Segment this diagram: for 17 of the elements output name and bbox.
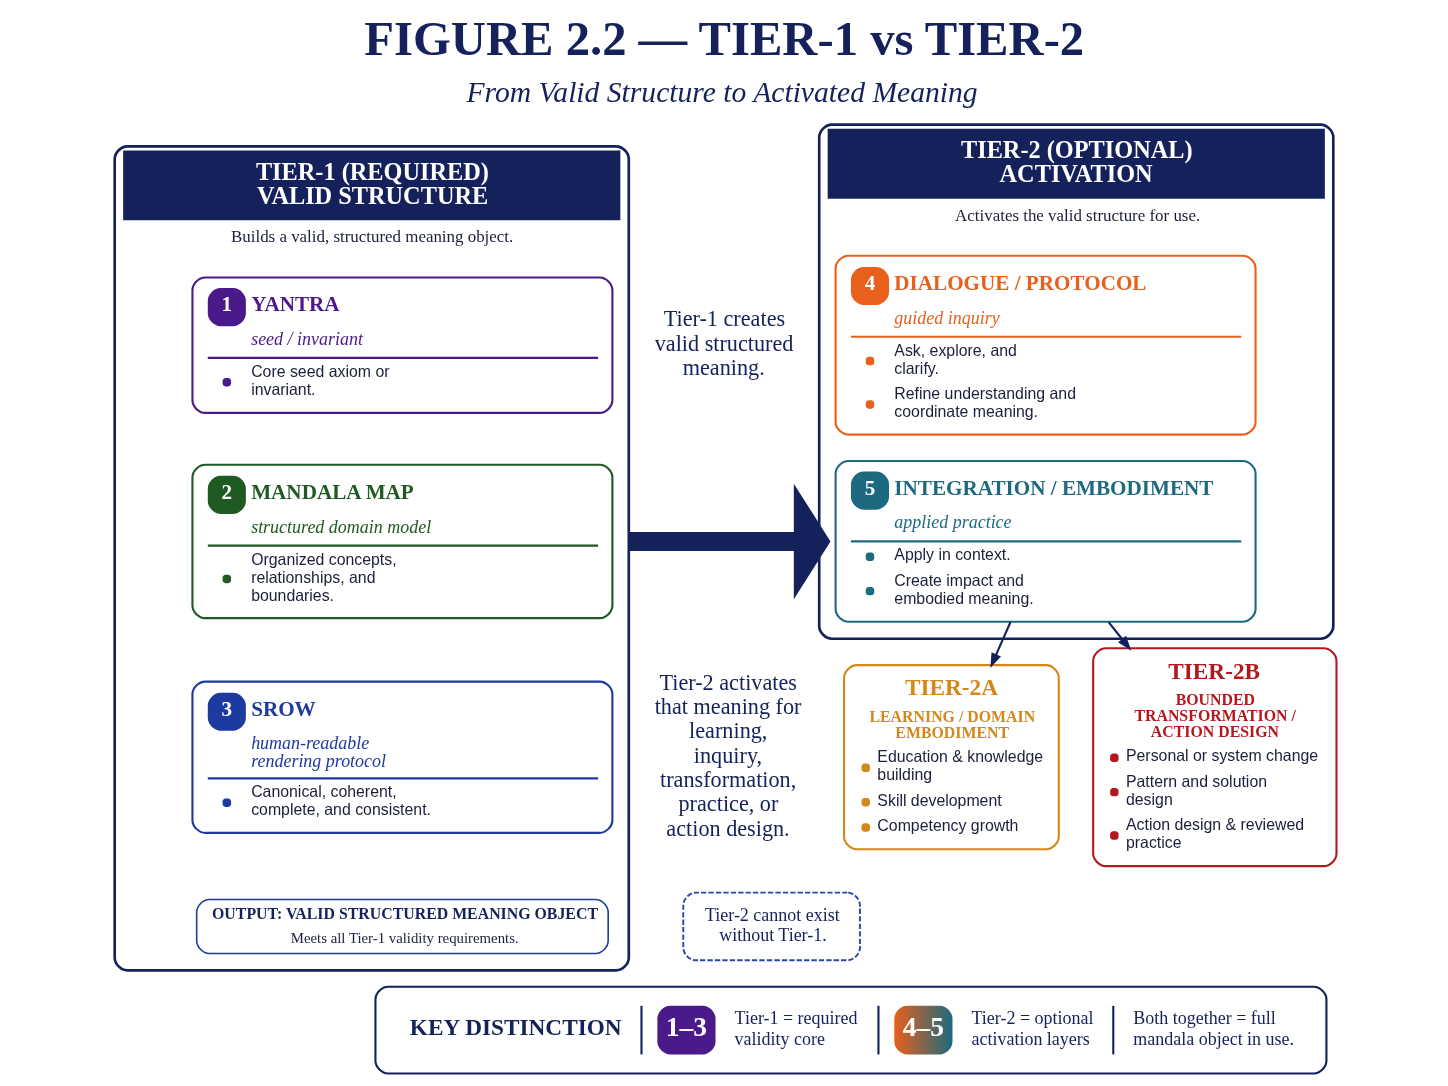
node-box: 4 DIALOGUE / PROTOCOL guided inquiry Ask, explore, and clarify. Refine understanding and coordinate meaning.: [834, 254, 1257, 436]
node-box: 5 INTEGRATION / EMBODIMENT applied practice Apply in context. Create impact and embodied meaning.: [834, 459, 1257, 623]
node-box: KEY DISTINCTION 1–3 Tier-1 = required validity core 4–5 Tier-2 = optional activation layers Both together = full mandala object in use.: [374, 985, 1328, 1075]
arrow: [628, 483, 831, 600]
diagram-title: FIGURE 2.2 — TIER-1 vs TIER-2: [364, 11, 1085, 66]
node-box: 1 YANTRA seed / invariant Core seed axiom or invariant.: [191, 276, 614, 414]
label: Tier-2 activates that meaning for learning, inquiry, transformation, practice, or action design.: [654, 669, 802, 841]
arrow: [990, 621, 1012, 668]
label: Tier-1 creates valid structured meaning.: [654, 306, 794, 381]
node-box: TIER-2B BOUNDED TRANSFORMATION / ACTION DESIGN Personal or system change Pattern and solution design Action design & reviewed practice: [1092, 647, 1338, 868]
node-box: OUTPUT: VALID STRUCTURED MEANING OBJECT Meets all Tier-1 validity requirements.: [195, 898, 609, 955]
node-box: 3 SROW human-readable rendering protocol Canonical, coherent, complete, and consistent.: [191, 680, 614, 834]
node-box: 2 MANDALA MAP structured domain model Organized concepts, relationships, and boundaries.: [191, 463, 614, 620]
label: From Valid Structure to Activated Meaning: [466, 75, 978, 108]
arrow: [1107, 621, 1132, 651]
node-box: Tier-2 cannot exist without Tier-1.: [682, 891, 861, 962]
node-box: TIER-2A LEARNING / DOMAIN EMBODIMENT Education & knowledge building Skill development Competency growth: [843, 664, 1060, 851]
